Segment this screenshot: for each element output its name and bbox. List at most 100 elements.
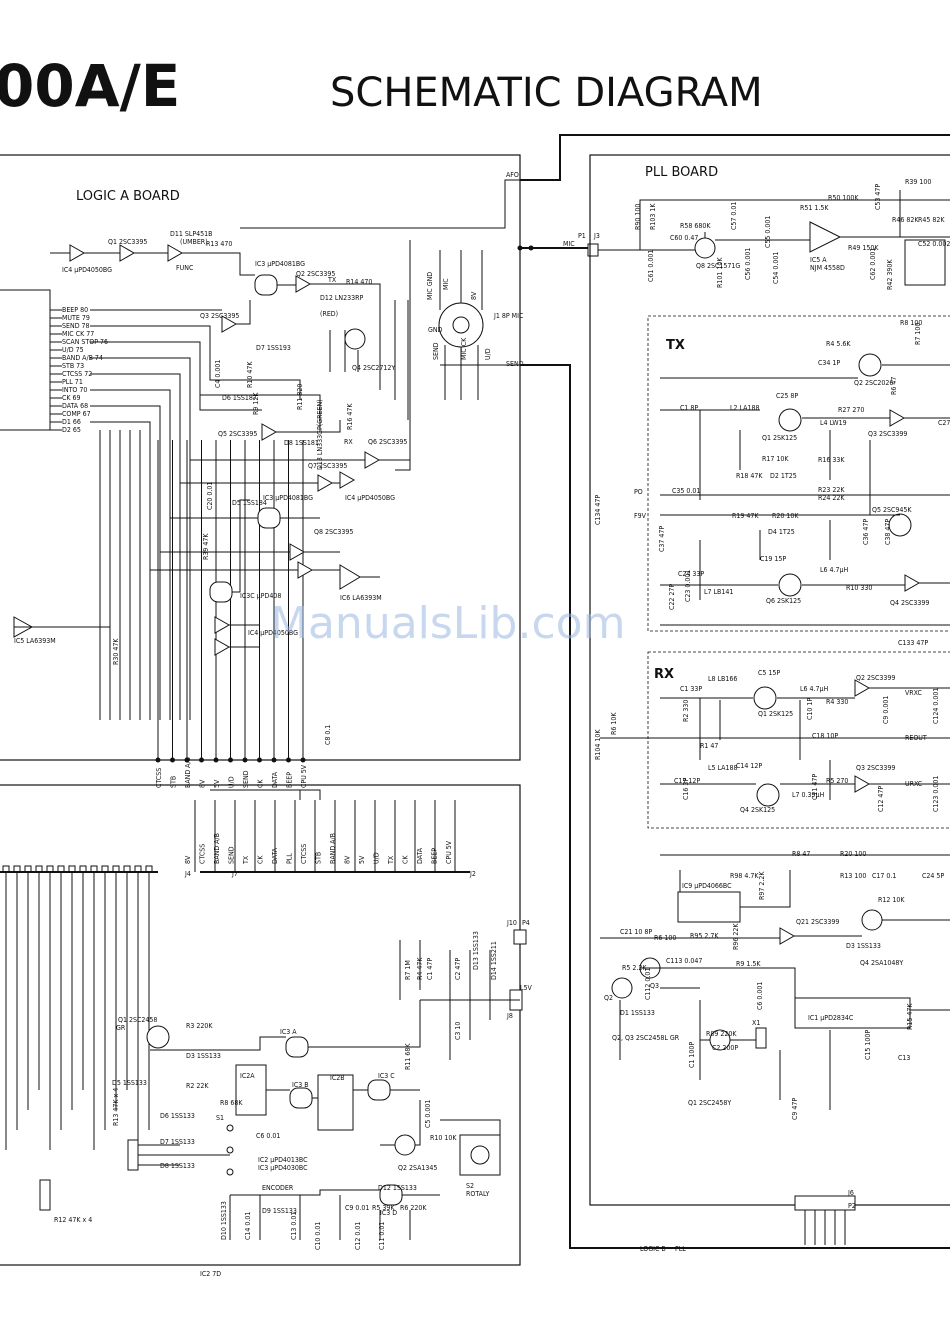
component-label: R10 330 (846, 584, 872, 592)
component-label: Q2 (604, 994, 613, 1002)
inverter-ic4b (339, 471, 356, 489)
component-label: R16 47K (346, 403, 354, 430)
bus-junction (199, 757, 204, 763)
component-label: R49 150K (848, 244, 879, 252)
component-label: R8 68K (220, 1099, 243, 1107)
component-label: C54 0.001 (772, 252, 780, 284)
interboard-wire (210, 789, 321, 800)
connector-pin-label: SEND (432, 342, 440, 360)
component-label: C38 47P (884, 519, 892, 545)
transistor-tx-q3 (889, 409, 906, 427)
bus-junction (257, 757, 262, 763)
component-label: R39 47K (202, 533, 210, 560)
bus-junction (170, 757, 175, 763)
logic-b-pll-label: LOGIC B ~ PLL (640, 1245, 686, 1253)
inverter-ic4c (297, 561, 314, 579)
bus-junction (271, 757, 277, 763)
component-label: C27 (938, 419, 950, 427)
component-label: R13 47K x 4 (112, 1088, 120, 1126)
component-label: R98 4.7K (730, 872, 759, 880)
transistor-tx-q2 (858, 353, 882, 377)
inverter-q3 (221, 315, 238, 333)
component-label: IC2A (240, 1072, 255, 1080)
cpu-pin-label: D1 66 (62, 418, 81, 426)
component-label: Q8 2SC1571G (696, 262, 740, 270)
bus-junction (300, 757, 306, 763)
component-label: D7 1SS193 (256, 344, 291, 352)
logic-b-left-wires (5, 872, 150, 1150)
component-label: Q8 2SC3395 (314, 528, 353, 536)
component-label: R17 10K (762, 455, 789, 463)
bus-junction (286, 757, 291, 763)
component-label: D5 1SS133 (112, 1079, 147, 1087)
bus-label: BEEP (286, 772, 294, 788)
switch-s1 (226, 1124, 234, 1176)
component-label: Q1 2SK125 (758, 710, 793, 718)
switch-contact-3 (226, 1168, 234, 1176)
component-label: Q1 2SC2458Y (688, 1099, 731, 1107)
component-label: S1 (216, 1114, 224, 1122)
component-label: Q3 2SC3399 (856, 764, 895, 772)
component-label: R27 270 (838, 406, 864, 414)
connector-j3-label: J3 (593, 232, 600, 240)
component-label: R6 100 (654, 934, 676, 942)
logic-a-bus-wires (99, 430, 304, 760)
transistor-rx-q3 (854, 775, 871, 793)
component-label: IC3 μPD4081BG (255, 260, 305, 268)
component-label: IC4 μPD4050BG (62, 266, 112, 274)
component-label: C24 5P (922, 872, 944, 880)
connector-p1-label: P1 (578, 232, 586, 240)
bus-label: CTCSS (199, 844, 207, 864)
and-gate-ic3c (209, 581, 233, 603)
component-label: C113 0.047 (666, 957, 702, 965)
transistor-tx-q6 (778, 573, 802, 597)
connector-j4-label: J4 (184, 870, 191, 878)
component-label: Q2 2SC2026 (854, 379, 893, 387)
component-label: Q4 2SC3399 (890, 599, 929, 607)
transistor-rx-q4 (756, 783, 780, 807)
transistor-q4-pll (861, 909, 883, 931)
component-label: IC2 7D (200, 1270, 221, 1278)
component-label: Q4 2SK125 (740, 806, 775, 814)
bus-label: 8V (344, 855, 352, 864)
component-label: R96 22K (732, 923, 740, 950)
component-label: D4 1T25 (768, 528, 795, 536)
component-label: C2 47P (454, 958, 462, 980)
component-label: IC3C μPD408 (240, 592, 281, 600)
bus-label: 8V (184, 855, 192, 864)
component-label: Q3 2SC3395 (200, 312, 239, 320)
cpu-pin-label: CTCSS 72 (62, 370, 92, 378)
component-label: C21 10 8P (620, 928, 652, 936)
component-label: C2 200P (712, 1044, 738, 1052)
component-label: L6 4.7μH (820, 566, 849, 574)
component-label: C14 12P (736, 762, 762, 770)
component-label: REOUT (905, 734, 927, 742)
inverter-q6 (364, 451, 381, 469)
logic-a-to-b-bus-wires (194, 789, 456, 872)
xor-ic3c (367, 1079, 391, 1101)
component-label: D3 1SS133 (846, 942, 881, 950)
component-label: L7 0.39μH (792, 791, 825, 799)
bus-label: CK (402, 855, 410, 864)
logic-b-board-outline (0, 784, 521, 1266)
component-label: R15 47K (906, 1003, 914, 1030)
component-label: Q1 2SC3395 (108, 238, 147, 246)
send-wire (520, 364, 571, 770)
component-label: C14 0.01 (244, 1212, 252, 1240)
tx-circuit (660, 353, 950, 626)
component-label: C62 0.001 (869, 248, 877, 280)
cpu-pin-label: STB 73 (62, 362, 84, 370)
rx-section-label: RX (654, 667, 674, 682)
component-label: Q21 2SC3399 (796, 918, 839, 926)
bus-label: CK (257, 855, 265, 864)
component-label: C24 33P (678, 570, 704, 578)
ic2a-flipflop (235, 1064, 267, 1116)
component-label: R8 100 (900, 319, 922, 327)
component-label: Q6 2SK125 (766, 597, 801, 605)
xor-ic3b (289, 1087, 313, 1109)
component-label: L7 LB141 (704, 588, 733, 596)
